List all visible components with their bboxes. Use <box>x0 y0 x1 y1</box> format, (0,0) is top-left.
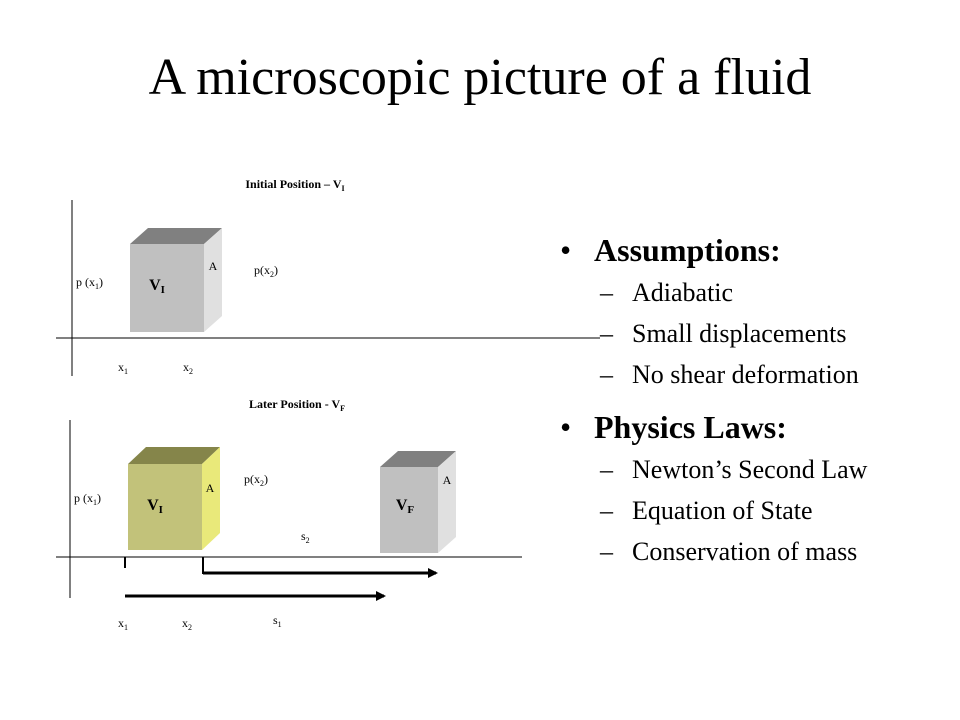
dash-glyph: – <box>600 319 613 348</box>
list-item-text: Equation of State <box>632 496 813 525</box>
list-item: –Equation of State <box>560 490 950 531</box>
list-item-text: No shear deformation <box>632 360 859 389</box>
assumptions-heading-text: Assumptions: <box>594 232 781 268</box>
top-box-front-face <box>130 244 204 332</box>
final-box-top-face <box>380 451 456 467</box>
bottom-volume-final-label: VF <box>396 497 415 516</box>
bottom-area-label: A <box>206 481 215 495</box>
list-item: –Newton’s Second Law <box>560 449 950 490</box>
final-box-front-face <box>380 467 438 553</box>
bottom-box-top-face <box>128 447 220 464</box>
bottom-x1-label: x1 <box>118 616 128 632</box>
list-item: –Conservation of mass <box>560 531 950 572</box>
dash-glyph: – <box>600 496 613 525</box>
bottom-final-fluid-element <box>380 451 456 553</box>
final-box-side-face <box>438 451 456 553</box>
bottom-box-side-face <box>202 447 220 550</box>
dash-glyph: – <box>600 455 613 484</box>
top-volume-label: VI <box>149 277 165 296</box>
bullet-list: • Assumptions: –Adiabatic –Small displac… <box>560 228 950 572</box>
dash-glyph: – <box>600 537 613 566</box>
bottom-x2-label: x2 <box>182 616 192 632</box>
top-box-top-face <box>130 228 222 244</box>
top-caption: Initial Position – VI <box>245 177 344 193</box>
bottom-area2-label: A <box>443 473 452 487</box>
physics-laws-heading-text: Physics Laws: <box>594 409 787 445</box>
s2-label: s2 <box>301 529 310 545</box>
list-item: –No shear deformation <box>560 354 950 395</box>
bottom-caption: Later Position - VF <box>249 397 345 413</box>
bullet-glyph: • <box>560 409 572 445</box>
bottom-right-pressure: p(x2) <box>244 472 268 488</box>
slide-title: A microscopic picture of a fluid <box>148 49 812 106</box>
top-x2-label: x2 <box>183 360 193 376</box>
top-x1-label: x1 <box>118 360 128 376</box>
top-left-pressure: p (x1) <box>76 275 103 291</box>
assumptions-heading: • Assumptions: <box>560 228 950 272</box>
dash-glyph: – <box>600 278 613 307</box>
top-box-side-face <box>204 228 222 332</box>
list-item-text: Newton’s Second Law <box>632 455 868 484</box>
bottom-box-front-face <box>128 464 202 550</box>
list-item: –Adiabatic <box>560 272 950 313</box>
list-item-text: Conservation of mass <box>632 537 858 566</box>
bottom-volume-initial-label: VI <box>147 497 163 516</box>
list-item-text: Adiabatic <box>632 278 734 307</box>
top-right-pressure: p(x2) <box>254 263 278 279</box>
list-item: –Small displacements <box>560 313 950 354</box>
list-item-text: Small displacements <box>632 319 847 348</box>
top-area-label: A <box>209 259 218 273</box>
bottom-left-pressure: p (x1) <box>74 491 101 507</box>
s1-label: s1 <box>273 613 282 629</box>
bottom-initial-fluid-element <box>128 447 220 550</box>
top-fluid-element <box>130 228 222 332</box>
dash-glyph: – <box>600 360 613 389</box>
bullet-glyph: • <box>560 232 572 268</box>
physics-laws-heading: • Physics Laws: <box>560 405 950 449</box>
